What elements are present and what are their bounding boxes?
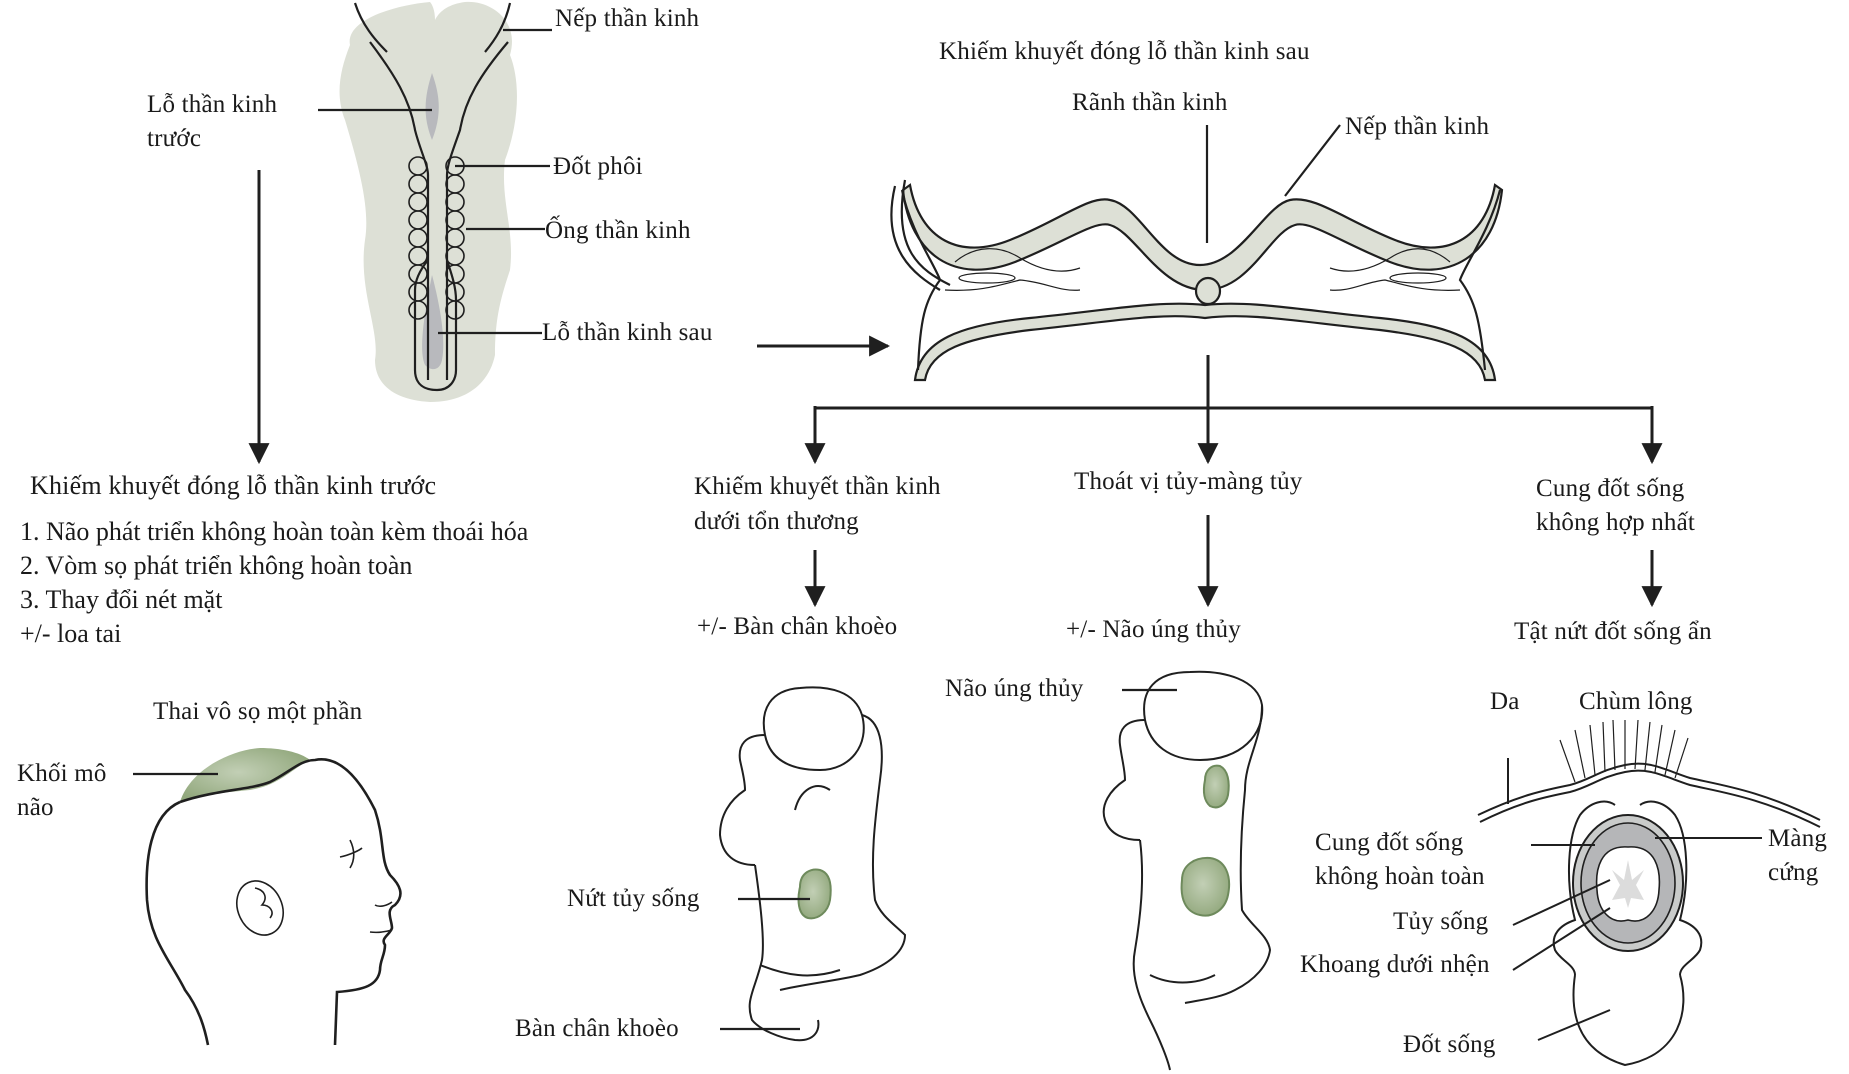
endoderm-band [913, 302, 1497, 382]
label-myeloschisis: Nứt tủy sống [567, 885, 700, 912]
baby-myelomeningocele [1102, 670, 1272, 1071]
label-hair-tuft: Chùm lông [1579, 688, 1693, 715]
label-anterior-neuropore-line1: Lỗ thần kinh [147, 91, 278, 118]
branch-clubfoot-outcome: +/- Bàn chân khoèo [697, 613, 898, 640]
branch-neuro-deficit-title-line1: Khiếm khuyết thần kinh [694, 473, 941, 500]
brain-tissue-mass [180, 748, 310, 802]
neural-plate [901, 183, 1504, 292]
label-neural-fold-section: Nếp thần kinh [1345, 113, 1490, 140]
label-incomplete-arch-line2: không hoàn toàn [1315, 863, 1485, 890]
branch-hydrocephalus-outcome: +/- Não úng thủy [1066, 616, 1241, 643]
label-anterior-neuropore-line2: trước [147, 125, 202, 152]
hair-tuft [1559, 719, 1689, 783]
spina-bifida-occulta-illustration [1477, 719, 1821, 1067]
branch-connectors [804, 355, 1663, 608]
label-brain-tissue-line1: Khối mô [17, 760, 107, 787]
branch-spina-bifida-title-line1: Cung đốt sống [1536, 475, 1685, 502]
label-brain-tissue-line2: não [17, 794, 54, 821]
label-somite: Đốt phôi [553, 153, 643, 180]
label-incomplete-arch-line1: Cung đốt sống [1315, 829, 1464, 856]
anterior-neuropore-shape [425, 73, 439, 140]
branch-myelomeningocele-title: Thoát vị tủy-màng tủy [1074, 468, 1303, 495]
label-partial-anencephaly: Thai vô sọ một phần [153, 698, 363, 725]
embryo-illustration [318, 1, 552, 402]
anterior-defect-title: Khiếm khuyết đóng lỗ thần kinh trước [30, 471, 437, 500]
label-hydrocephalus: Não úng thủy [945, 675, 1084, 702]
label-skin: Da [1490, 688, 1520, 715]
label-vertebra: Đốt sống [1403, 1031, 1496, 1058]
anterior-defect-item: 2. Vòm sọ phát triển không hoàn toàn [20, 551, 413, 580]
myeloschisis-lesion [797, 868, 832, 920]
label-neural-tube: Ống thần kinh [545, 217, 691, 244]
baby-myeloschisis [718, 686, 907, 1042]
lower-lesion [1180, 856, 1230, 917]
notochord [1194, 276, 1222, 306]
label-subarachnoid-space: Khoang dưới nhện [1300, 951, 1490, 978]
branch-neuro-deficit-title-line2: dưới tổn thương [694, 508, 859, 535]
label-dura-line1: Màng [1768, 825, 1828, 852]
label-neural-fold-embryo: Nếp thần kinh [555, 5, 700, 32]
anterior-defect-item: +/- loa tai [20, 619, 122, 648]
partial-anencephaly-head [133, 748, 402, 1046]
anterior-defect-item: 1. Não phát triển không hoàn toàn kèm th… [20, 517, 529, 546]
posterior-defect-title: Khiếm khuyết đóng lỗ thần kinh sau [939, 38, 1310, 65]
branch-spina-bifida-occulta-outcome: Tật nứt đốt sống ẩn [1514, 618, 1712, 645]
label-posterior-neuropore: Lỗ thần kinh sau [542, 319, 713, 346]
label-clubfoot: Bàn chân khoèo [515, 1015, 679, 1042]
label-spinal-cord: Tủy sống [1393, 908, 1489, 935]
branch-spina-bifida-title-line2: không hợp nhất [1536, 509, 1696, 536]
upper-lesion [1202, 764, 1230, 809]
label-neural-groove: Rãnh thần kinh [1072, 89, 1228, 116]
anterior-defect-item: 3. Thay đổi nét mặt [20, 585, 223, 614]
anterior-defect-list: 1. Não phát triển không hoàn toàn kèm th… [20, 515, 528, 651]
label-dura-line2: cứng [1768, 859, 1819, 886]
neural-groove-cross-section [890, 124, 1504, 382]
